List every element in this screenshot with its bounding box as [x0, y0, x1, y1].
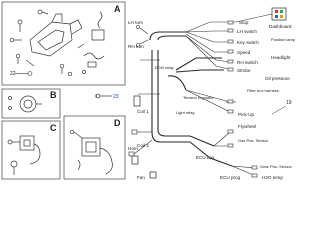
- label-pick-up: Pick-Up: [238, 112, 255, 117]
- label-strobe: Strobe: [237, 68, 251, 73]
- label-horn: Horn: [128, 146, 138, 151]
- label-key-switch: Key switch: [237, 40, 259, 45]
- part-number-22: 22: [10, 71, 16, 77]
- label-stop: Stop: [239, 20, 249, 25]
- label-oil-pressure: Oil pressure: [265, 76, 290, 81]
- section-d-frame: [63, 115, 126, 180]
- label-flywheel: Flywheel: [238, 124, 256, 129]
- label-coil-2: Coil 2: [137, 143, 149, 148]
- label-rh-turn: RH turn: [128, 44, 144, 49]
- label-light-relay: Light relay: [176, 110, 194, 115]
- section-a-letter: A: [114, 4, 121, 14]
- wiring-diagram: A B C D 22: [1, 1, 296, 180]
- section-a-frame: [1, 1, 126, 86]
- label-filter-box-harness: Filter box harness: [247, 88, 279, 93]
- label-position-lamp: Position lamp: [271, 37, 296, 42]
- section-c-letter: C: [50, 123, 57, 133]
- connectors: [128, 20, 258, 178]
- label-h2o-temp: H2O temp: [262, 175, 283, 180]
- turn-signal-leads: [136, 25, 149, 47]
- section-d-parts: [69, 129, 113, 175]
- section-c-parts: [7, 135, 41, 175]
- section-b-horn: [8, 95, 42, 113]
- part-number-19: 19: [286, 100, 292, 106]
- section-a-parts: [9, 9, 105, 77]
- label-ecu-prog: ECU prog: [220, 175, 241, 180]
- label-coil-1: Coil 1: [137, 109, 149, 114]
- part-number-23: 23: [113, 94, 119, 100]
- branch-lines: [133, 21, 257, 177]
- label-headlight: Headlight: [271, 55, 291, 60]
- label-lh-switch: LH switch: [237, 29, 257, 34]
- label-lh-turn: LH turn: [128, 20, 144, 25]
- label-ecm-relay: ECM relay: [155, 65, 174, 70]
- dashboard-connector: [235, 7, 287, 23]
- label-tension-regulator: Tension regulator: [183, 95, 214, 100]
- part-22-icon: [27, 71, 33, 76]
- main-harness: [149, 31, 233, 167]
- label-dashboard: Dashboard: [269, 24, 292, 29]
- label-fan: Fan: [137, 175, 145, 180]
- section-b-frame: [1, 88, 61, 119]
- section-d-letter: D: [114, 118, 121, 128]
- label-gear-pos-sensor: Gear Pos. Sensor: [260, 164, 292, 169]
- section-c-frame: [1, 120, 61, 180]
- ecm-relay-icon: [133, 95, 141, 107]
- label-gas-pos-sensor: Gas Pos. Sensor: [238, 138, 269, 143]
- label-ecu-box: ECU box: [196, 155, 215, 160]
- part-19-pointer: [271, 105, 287, 115]
- section-b-letter: B: [50, 90, 57, 100]
- coil-icons: [131, 155, 157, 179]
- part-23-icon: [95, 93, 112, 99]
- label-rh-switch: RH switch: [237, 60, 258, 65]
- label-speed: Speed: [237, 50, 251, 55]
